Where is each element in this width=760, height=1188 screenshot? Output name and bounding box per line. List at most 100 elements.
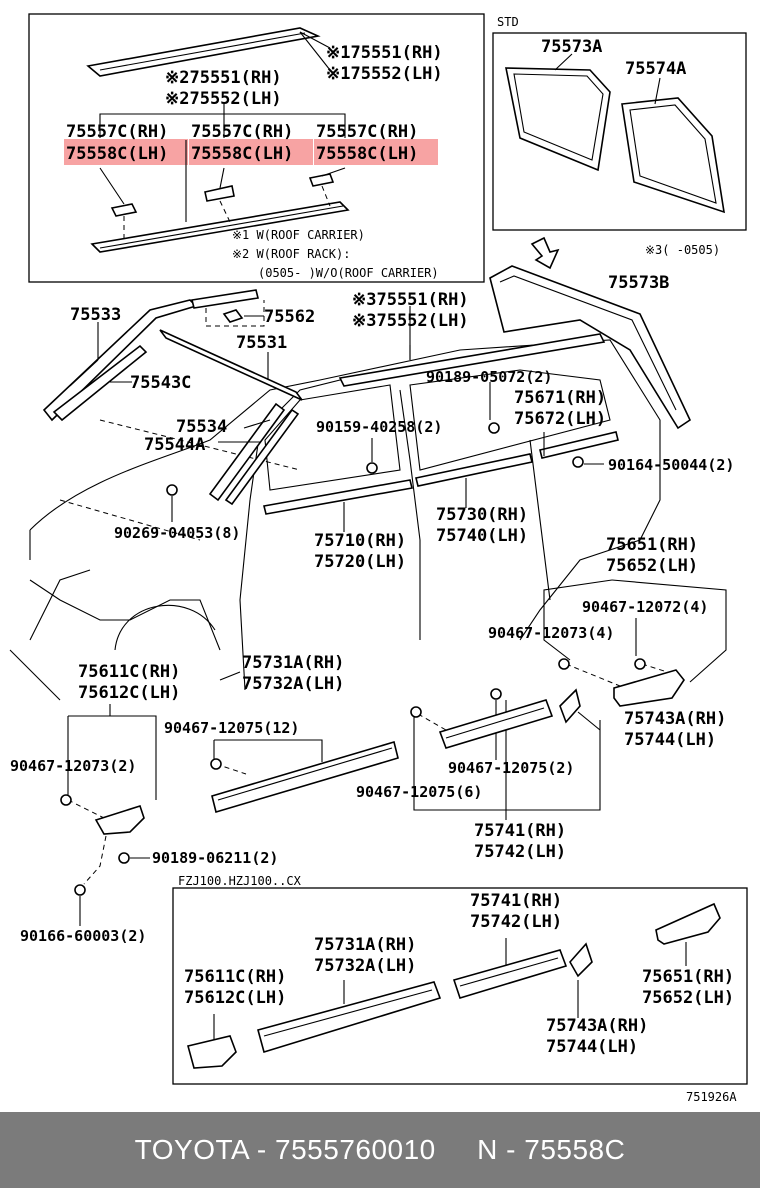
highlight-75558c-3 — [314, 139, 438, 165]
label-75543c: 75543C — [130, 373, 191, 393]
label-75730: 75730(RH) — [436, 505, 528, 525]
roof-rail-body — [338, 333, 606, 387]
end-cap-2 — [204, 185, 235, 202]
part-number-footer: TOYOTA - 7555760010 N - 75558C — [0, 1112, 760, 1188]
parts-diagram: ※175551(RH) ※175552(LH) ※275551(RH) ※275… — [9, 13, 748, 1104]
clip-90467-12072 — [634, 658, 646, 670]
pillar-molding-75544a — [224, 408, 300, 506]
label-90467-12073-b: 90467-12073(2) — [10, 757, 136, 775]
label-75732a: 75732A(LH) — [242, 674, 344, 694]
label-90269: 90269-04053(8) — [114, 524, 240, 542]
label-inset-75731a: 75731A(RH) — [314, 935, 416, 955]
label-75557c-1: 75557C(RH) — [66, 122, 168, 142]
label-75720: 75720(LH) — [314, 552, 406, 572]
label-inset-75742: 75742(LH) — [470, 912, 562, 932]
label-std: STD — [497, 15, 519, 29]
quarter-glass-seal-75573a — [505, 67, 611, 172]
quarter-molding-75743a — [559, 688, 581, 724]
label-3-75551: ※375551(RH) — [352, 290, 469, 310]
label-75573b: 75573B — [608, 273, 669, 293]
clip-90166 — [74, 884, 86, 896]
label-75671: 75671(RH) — [514, 388, 606, 408]
label-75742: 75742(LH) — [474, 842, 566, 862]
pillar-molding-75534 — [208, 402, 286, 502]
fzj-inset-box — [172, 887, 748, 1085]
inset-door-molding-75731a — [257, 981, 442, 1054]
label-75574a: 75574A — [625, 59, 686, 79]
door-lower-molding-75731a — [211, 740, 399, 814]
door-lower-molding-75741 — [438, 699, 554, 749]
label-90189-06211: 90189-06211(2) — [152, 849, 278, 867]
label-75573a: 75573A — [541, 37, 602, 57]
clip-90189-06211 — [118, 852, 130, 864]
note-roof-rack: ※2 W(ROOF RACK): — [232, 247, 350, 261]
label-75562: 75562 — [264, 307, 315, 327]
end-cap-3 — [308, 173, 335, 187]
label-75744: 75744(LH) — [624, 730, 716, 750]
inset-door-molding-75741 — [452, 949, 568, 999]
label-75611c: 75611C(RH) — [78, 662, 180, 682]
label-90467-12075-2: 90467-12075(2) — [448, 759, 574, 777]
clip-90189-05072 — [488, 422, 500, 434]
label-75558c-3: 75558C(LH) — [316, 144, 418, 164]
label-inset-75652: 75652(LH) — [642, 988, 734, 1008]
label-75740: 75740(LH) — [436, 526, 528, 546]
clip-90159 — [366, 462, 378, 474]
front-lower-molding-75611c — [94, 804, 145, 835]
roof-rail-upper — [86, 27, 321, 77]
door-molding-75710 — [263, 479, 413, 515]
label-90164: 90164-50044(2) — [608, 456, 734, 474]
molding-75543c — [52, 344, 148, 422]
clip-75562 — [222, 309, 244, 323]
quarter-glass-seal-75573b — [489, 265, 692, 430]
std-glass-inset-box — [492, 32, 747, 231]
label-75531: 75531 — [236, 333, 287, 353]
label-75652: 75652(LH) — [606, 556, 698, 576]
label-inset-75732a: 75732A(LH) — [314, 956, 416, 976]
clip-90269 — [166, 484, 178, 496]
label-75731a: 75731A(RH) — [242, 653, 344, 673]
label-75557c-2: 75557C(RH) — [191, 122, 293, 142]
label-r2-75551: ※275551(RH) — [165, 68, 282, 88]
label-top-75552: ※175552(LH) — [326, 64, 443, 84]
molding-75531 — [159, 329, 303, 401]
label-inset-75612c: 75612C(LH) — [184, 988, 286, 1008]
label-90166: 90166-60003(2) — [20, 927, 146, 945]
label-r2-75552: ※275552(LH) — [165, 89, 282, 109]
label-75534: 75534 — [176, 417, 227, 437]
clip-90467-12073-front — [60, 794, 72, 806]
end-cap-1 — [110, 203, 138, 217]
rear-lower-molding-75651 — [613, 669, 685, 707]
label-inset-75743a: 75743A(RH) — [546, 1016, 648, 1036]
label-75558c-1: 75558C(LH) — [66, 144, 168, 164]
label-75741: 75741(RH) — [474, 821, 566, 841]
label-inset-75651: 75651(RH) — [642, 967, 734, 987]
label-75544a: 75544A — [144, 435, 205, 455]
label-90467-12073-a: 90467-12073(4) — [488, 624, 614, 642]
label-3-75552: ※375552(LH) — [352, 311, 469, 331]
door-molding-75730 — [415, 453, 533, 487]
roof-rail-inset-box — [28, 13, 485, 283]
label-90467-12072: 90467-12072(4) — [582, 598, 708, 616]
clip-90467-12073-rear — [558, 658, 570, 670]
clip-90467-12075-group — [410, 706, 422, 718]
quarter-glass-seal-75574a — [621, 97, 725, 214]
label-fzj: FZJ100.HZJ100..CX — [178, 874, 302, 888]
label-75743a: 75743A(RH) — [624, 709, 726, 729]
vehicle-body-outline — [29, 339, 661, 641]
label-75651: 75651(RH) — [606, 535, 698, 555]
note-std-date: ※3( -0505) — [645, 243, 720, 257]
inset-quarter-molding-75743a — [569, 942, 593, 978]
label-90189-05072: 90189-05072(2) — [426, 368, 552, 386]
highlight-75558c-1 — [64, 139, 188, 165]
label-inset-75611c: 75611C(RH) — [184, 967, 286, 987]
label-75612c: 75612C(LH) — [78, 683, 180, 703]
inset-front-molding — [187, 1035, 237, 1069]
note-roof-carrier: ※1 W(ROOF CARRIER) — [232, 228, 365, 242]
molding-75562 — [191, 289, 259, 309]
clip-90467-12075-b — [490, 688, 502, 700]
label-75710: 75710(RH) — [314, 531, 406, 551]
rear-molding-75671 — [539, 431, 619, 459]
footer-text: TOYOTA - 7555760010 N - 75558C — [134, 1134, 626, 1165]
arrow-indicator — [530, 236, 560, 270]
